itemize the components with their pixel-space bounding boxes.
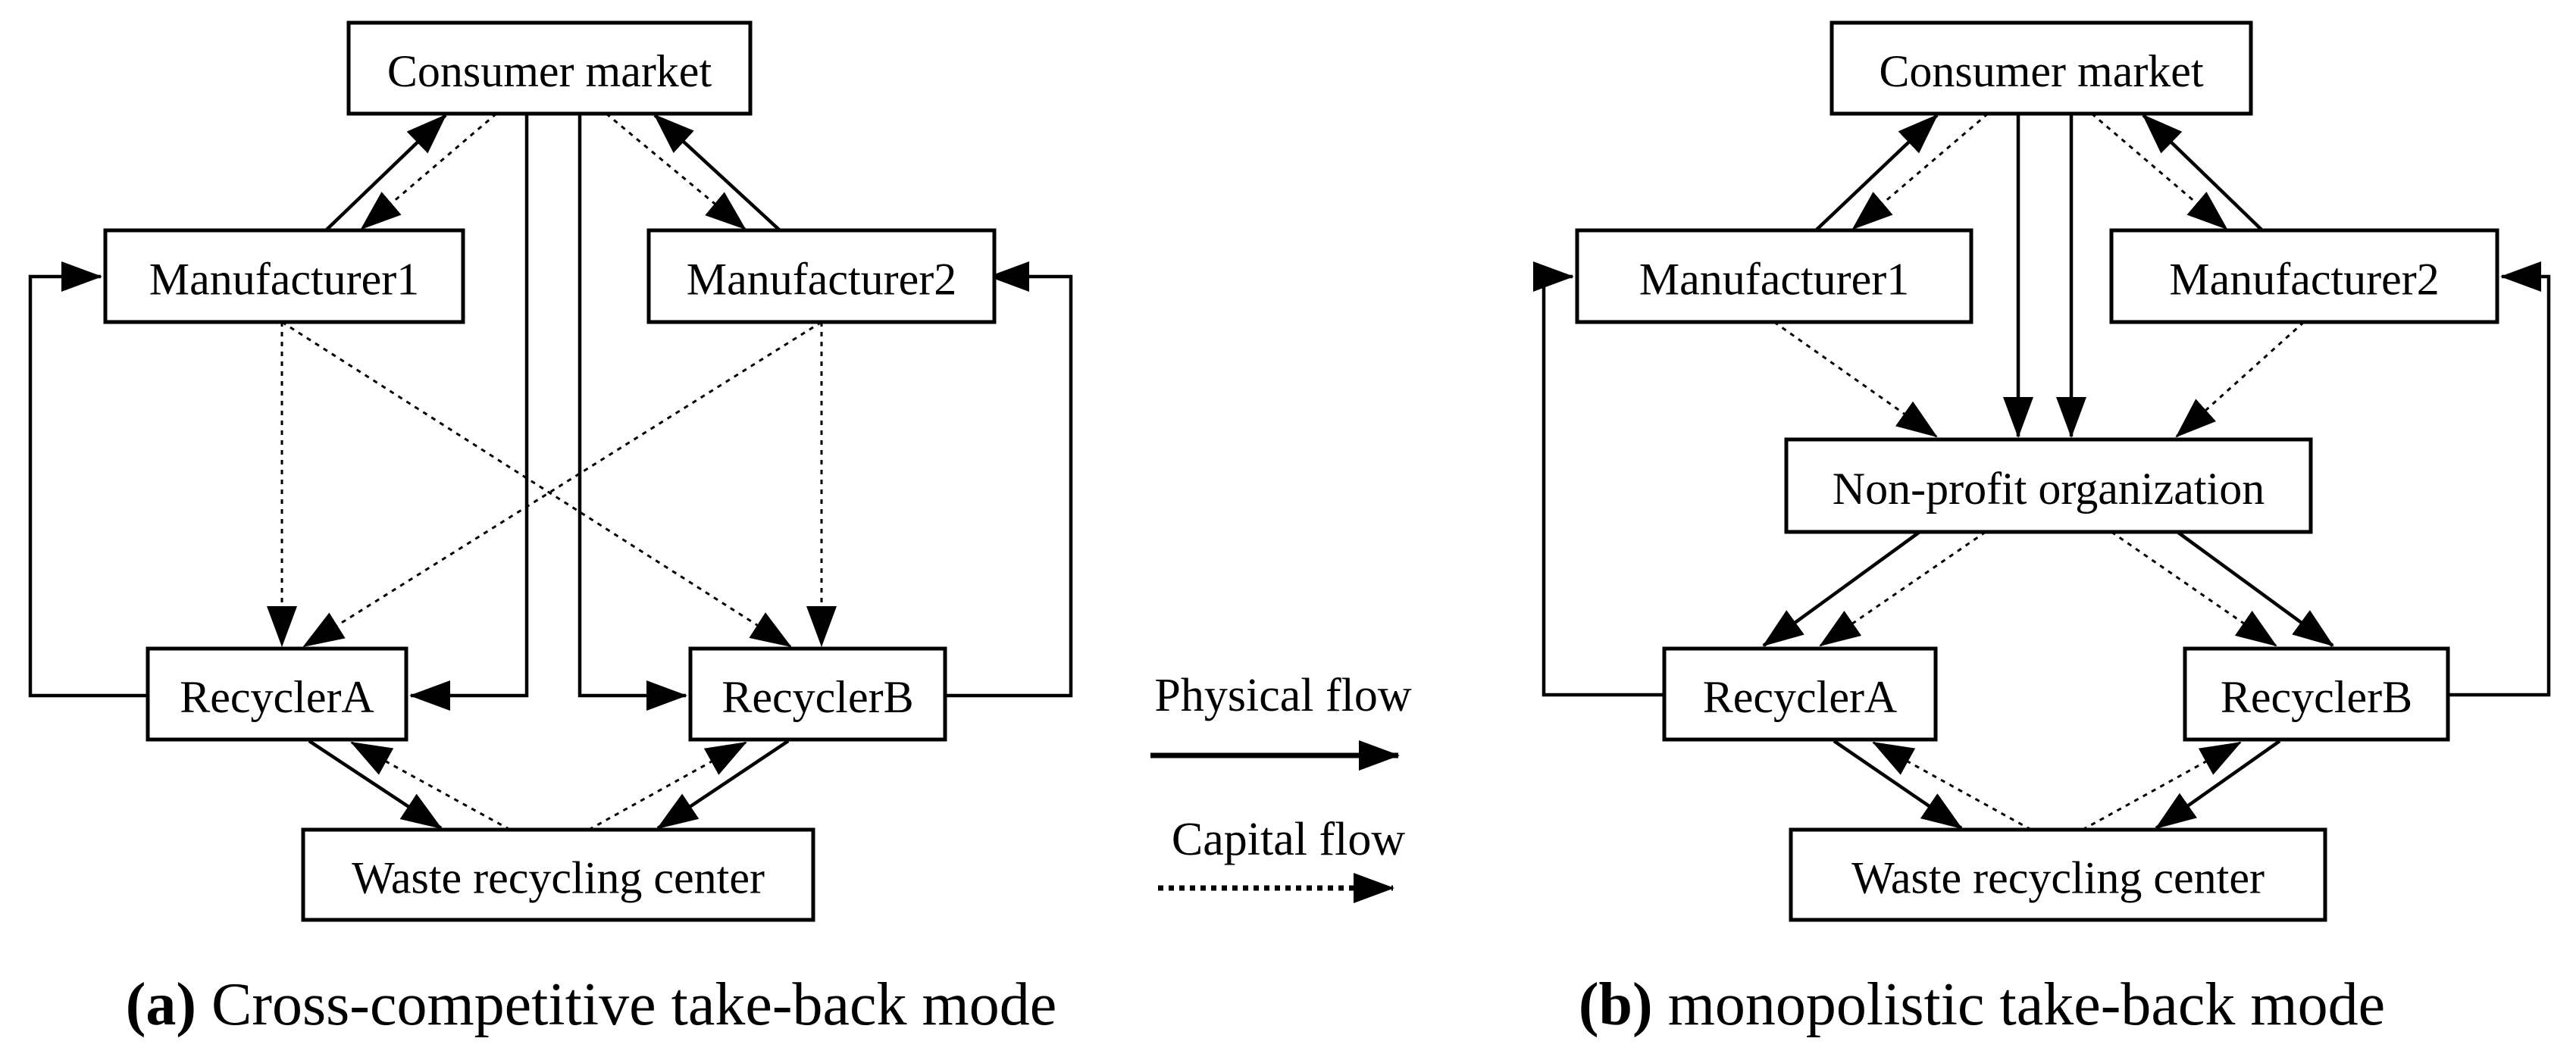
node-consumer-market-b: Consumer market [1829, 20, 2253, 116]
edge-b-17-waste-recycling-center-to-recycler-b-capital [2082, 741, 2242, 831]
edge-a-4-consumer-market-to-recycler-a-physical [409, 114, 529, 711]
node-label-manufacturer1-b: Manufacturer1 [1639, 255, 1909, 305]
edge-a-13-waste-recycling-center-to-recycler-a-capital [350, 741, 511, 831]
edge-b-15-waste-recycling-center-to-recycler-a-capital [1872, 741, 2032, 831]
edge-b-3-consumer-market-to-manufacturer2-capital [2091, 112, 2228, 230]
node-manufacturer1-a: Manufacturer1 [103, 228, 465, 324]
node-box-non-profit-organization-b [1784, 437, 2313, 534]
edge-b-13-recycler-b-to-manufacturer2-physical [2448, 261, 2551, 697]
caption-b: (b) monopolistic take-back mode [1579, 971, 2385, 1038]
edge-a-5-consumer-market-to-recycler-b-physical [577, 114, 687, 711]
node-manufacturer2-b: Manufacturer2 [2109, 228, 2499, 324]
caption-text-a: Cross-competitive take-back mode [196, 971, 1056, 1038]
node-box-consumer-market-a [346, 20, 753, 116]
edge-a-12-recycler-a-to-waste-recycling-center-physical [308, 740, 443, 830]
node-label-recycler-b-b: RecyclerB [2221, 672, 2412, 722]
node-manufacturer1-b: Manufacturer1 [1575, 228, 1973, 324]
edge-a-2-manufacturer2-to-consumer-market-physical [653, 114, 781, 232]
node-label-consumer-market-a: Consumer market [387, 46, 712, 96]
edge-b-14-recycler-a-to-waste-recycling-center-physical [1833, 740, 1963, 830]
node-label-non-profit-organization-b: Non-profit organization [1833, 464, 2265, 514]
node-box-recycler-a-b [1662, 646, 1938, 742]
node-box-consumer-market-b [1829, 20, 2253, 116]
node-label-manufacturer2-b: Manufacturer2 [2169, 255, 2439, 305]
edge-b-12-recycler-a-to-manufacturer1-physical [1533, 261, 1664, 697]
node-manufacturer2-a: Manufacturer2 [646, 228, 997, 324]
node-box-recycler-b-a [688, 646, 947, 742]
edge-b-16-recycler-b-to-waste-recycling-center-physical [2155, 740, 2281, 830]
edge-b-6-manufacturer1-to-non-profit-organization-capital [1773, 321, 1938, 438]
node-recycler-b-a: RecyclerB [688, 646, 947, 742]
node-recycler-a-b: RecyclerA [1662, 646, 1938, 742]
node-label-recycler-a-a: RecyclerA [180, 672, 374, 722]
node-label-consumer-market-b: Consumer market [1879, 46, 2204, 96]
edge-a-1-consumer-market-to-manufacturer1-capital [360, 112, 497, 230]
node-waste-recycling-center-a: Waste recycling center [301, 827, 815, 922]
edge-a-15-waste-recycling-center-to-recycler-b-capital [588, 741, 747, 831]
node-recycler-b-b: RecyclerB [2183, 646, 2450, 742]
node-non-profit-organization-b: Non-profit organization [1784, 437, 2313, 534]
node-box-manufacturer2-b [2109, 228, 2499, 324]
edge-b-9-non-profit-organization-to-recycler-a-capital [1819, 530, 1986, 647]
node-waste-recycling-center-b: Waste recycling center [1789, 827, 2327, 922]
edge-a-7-manufacturer1-to-recycler-b-capital [281, 321, 792, 648]
edge-a-9-manufacturer2-to-recycler-a-capital [302, 321, 822, 648]
node-label-waste-recycling-center-a: Waste recycling center [352, 853, 765, 903]
node-box-recycler-a-a [146, 646, 408, 742]
caption-prefix-a: (a) [126, 971, 196, 1038]
node-label-recycler-a-b: RecyclerA [1703, 672, 1898, 722]
edge-b-1-consumer-market-to-manufacturer1-capital [1851, 112, 1989, 230]
edge-a-3-consumer-market-to-manufacturer2-capital [606, 112, 747, 230]
edge-b-11-non-profit-organization-to-recycler-b-capital [2111, 530, 2277, 647]
edge-a-10-recycler-a-to-manufacturer1-physical [28, 261, 148, 698]
node-recycler-a-a: RecyclerA [146, 646, 408, 742]
edge-b-2-manufacturer2-to-consumer-market-physical [2142, 114, 2264, 232]
node-box-manufacturer2-a [646, 228, 997, 324]
node-label-manufacturer2-a: Manufacturer2 [687, 255, 956, 305]
node-label-manufacturer1-a: Manufacturer1 [149, 255, 419, 305]
node-box-manufacturer1-b [1575, 228, 1973, 324]
caption-a: (a) Cross-competitive take-back mode [126, 971, 1056, 1038]
edge-a-11-recycler-b-to-manufacturer2-physical [945, 261, 1073, 698]
legend-label-physical: Physical flow [1154, 670, 1411, 721]
edge-a-0-manufacturer1-to-consumer-market-physical [324, 114, 447, 232]
edge-a-14-recycler-b-to-waste-recycling-center-physical [656, 740, 790, 830]
caption-prefix-b: (b) [1579, 971, 1653, 1038]
node-box-recycler-b-b [2183, 646, 2450, 742]
node-label-recycler-b-a: RecyclerB [721, 672, 913, 722]
caption-text-b: monopolistic take-back mode [1653, 971, 2385, 1038]
edge-b-10-non-profit-organization-to-recycler-b-physical [2176, 530, 2334, 647]
edge-b-0-manufacturer1-to-consumer-market-physical [1814, 114, 1939, 232]
node-box-waste-recycling-center-b [1789, 827, 2327, 922]
node-label-waste-recycling-center-b: Waste recycling center [1851, 853, 2265, 903]
legend-label-capital: Capital flow [1172, 814, 1405, 865]
node-box-manufacturer1-a [103, 228, 465, 324]
edge-b-7-manufacturer2-to-non-profit-organization-capital [2175, 321, 2305, 438]
edge-b-8-non-profit-organization-to-recycler-a-physical [1762, 530, 1921, 647]
node-box-waste-recycling-center-a [301, 827, 815, 922]
node-consumer-market-a: Consumer market [346, 20, 753, 116]
